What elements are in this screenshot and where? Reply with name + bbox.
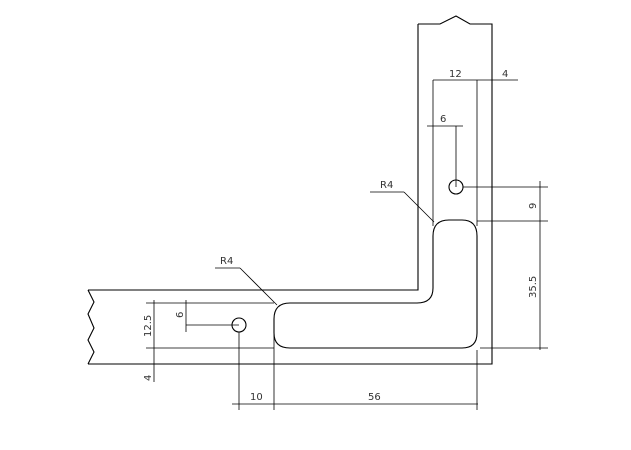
dim-top-width: 12 [449, 69, 462, 80]
plate-outline [88, 15, 493, 365]
dim-radius-lower: R4 [220, 256, 233, 267]
break-line-left [87, 289, 95, 365]
leader-r-upper [403, 191, 435, 223]
dim-top-gap: 4 [502, 69, 508, 80]
dim-right-height: 35.5 [528, 276, 539, 298]
dim-right-offset: 9 [528, 203, 539, 209]
dim-left-gap: 4 [143, 375, 154, 381]
l-slot-outline [273, 219, 478, 349]
dim-radius-upper: R4 [380, 180, 393, 191]
dim-bottom-length: 56 [368, 392, 381, 403]
dim-top-hole: 6 [440, 114, 446, 125]
dim-left-height: 12.5 [143, 315, 154, 337]
dim-left-hole: 6 [175, 312, 186, 318]
dim-bottom-offset: 10 [250, 392, 263, 403]
leader-r-lower [239, 267, 278, 306]
